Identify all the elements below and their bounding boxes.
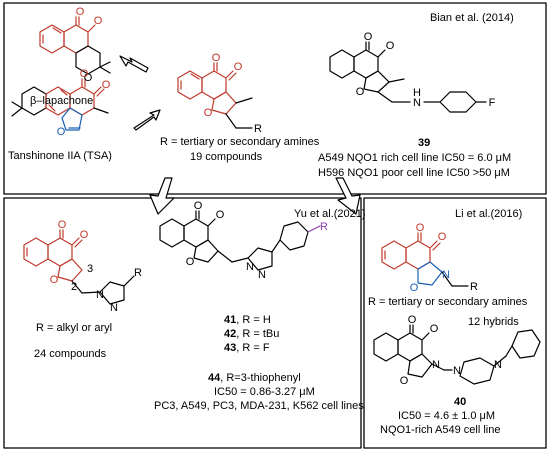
atom-num-2: 2: [71, 281, 77, 293]
atom-o-24: O: [400, 375, 409, 387]
citation-bian: Bian et al. (2014): [430, 12, 514, 24]
atom-o-2: O: [94, 15, 103, 27]
bottom-right-frame: [363, 197, 547, 449]
atom-o-21: O: [410, 282, 419, 294]
left-rgroup: R = alkyl or aryl: [36, 322, 113, 334]
r-41: , R = H: [236, 314, 271, 326]
atom-o-12: O: [356, 86, 365, 98]
label-beta-lapachone: β–lapachone: [30, 95, 94, 107]
atom-f-1: F: [489, 97, 496, 109]
atom-n-8: N: [453, 365, 461, 377]
r-43: , R = F: [236, 342, 270, 354]
id-42: 42: [224, 328, 237, 340]
atom-o-9: O: [204, 107, 213, 119]
tanshinone-structure: [11, 78, 109, 131]
id-44: 44: [208, 372, 221, 384]
atom-o-19: O: [416, 222, 425, 234]
compound-39-structure: [329, 41, 487, 113]
top-frame: [3, 2, 547, 195]
citation-yu: Yu et al.(2021): [294, 208, 366, 220]
middle-cells: PC3, A549, PC3, MDA-231, K562 cell lines: [154, 400, 364, 412]
atom-n-7: N: [432, 359, 440, 371]
atom-o-10: O: [364, 31, 373, 43]
atom-o-13: O: [58, 219, 67, 231]
atom-n-2: N: [110, 302, 118, 314]
atom-o-14: O: [80, 229, 89, 241]
atom-o-18: O: [186, 256, 195, 268]
atom-num-3: 3: [87, 263, 93, 275]
atom-n-4: N: [258, 269, 266, 281]
r-44: , R=3-thiophenyl: [220, 372, 301, 384]
right-cells: NQO1-rich A549 cell line: [380, 424, 501, 436]
atom-o-1: O: [76, 6, 85, 18]
atom-r-3: R: [320, 221, 328, 233]
atom-o-5: O: [102, 79, 111, 91]
compound-39-line2: H596 NQO1 poor cell line IC50 >50 μM: [318, 167, 510, 179]
atom-n-3: N: [96, 289, 104, 301]
atom-o-15: O: [50, 274, 59, 286]
middle-ic50: IC50 = 0.86-3.27 μM: [214, 386, 315, 398]
atom-o-6: O: [57, 126, 66, 138]
compound-44: 44, R=3-thiophenyl: [208, 372, 301, 385]
atom-r-4: R: [470, 281, 478, 293]
right-rgroup: R = tertiary or secondary amines: [368, 296, 528, 308]
atom-n-1: N: [413, 97, 421, 109]
atom-o-17: O: [216, 209, 225, 221]
compound-39-label: 39: [418, 137, 431, 149]
atom-o-3: O: [84, 72, 93, 84]
arrow-down-right: [335, 177, 361, 215]
left-count: 24 compounds: [34, 348, 107, 360]
compound-41: 41, R = H: [224, 314, 271, 327]
compound-39-line1: A549 NQO1 rich cell line IC50 = 6.0 μM: [318, 152, 512, 164]
id-43: 43: [224, 342, 237, 354]
id-41: 41: [224, 314, 237, 326]
atom-o-7: O: [212, 52, 221, 64]
arrow-down-left: [149, 177, 175, 215]
compound-41-44-structure: [159, 210, 321, 271]
arrow-1: [119, 55, 149, 73]
right-ic50: IC50 = 4.6 ± 1.0 μM: [398, 410, 496, 422]
compound-42: 42, R = tBu: [224, 328, 279, 341]
compound-40-structure: [373, 324, 541, 385]
bottom-left-frame: [3, 197, 362, 449]
compound-43: 43, R = F: [224, 342, 270, 355]
r-42: , R = tBu: [236, 328, 280, 340]
triazole-scaffold: [23, 229, 83, 282]
top-rgroup: R = tertiary or secondary amines: [160, 136, 320, 148]
atom-h-1: H: [413, 87, 421, 99]
top-count: 19 compounds: [190, 151, 263, 163]
citation-li: Li et al.(2016): [455, 208, 523, 220]
atom-o-23: O: [430, 323, 439, 335]
furano-scaffold: [177, 62, 237, 115]
atom-o-20: O: [438, 231, 447, 243]
atom-n-9: N: [494, 359, 502, 371]
right-count: 12 hybrids: [468, 316, 519, 328]
atom-o-16: O: [194, 200, 203, 212]
atom-o-4: O: [80, 68, 89, 80]
atom-n-6: N: [442, 269, 450, 281]
atom-r-1: R: [254, 123, 262, 135]
compound-40-label: 40: [454, 396, 467, 408]
atom-o-11: O: [386, 40, 395, 52]
atom-o-8: O: [234, 61, 243, 73]
beta-lapachone-structure: [39, 16, 96, 54]
label-tanshinone: Tanshinone IIA (TSA): [8, 150, 112, 162]
arrow-2: [133, 109, 161, 131]
atom-r-2: R: [134, 267, 142, 279]
atom-o-22: O: [408, 314, 417, 326]
atom-n-5: N: [246, 261, 254, 273]
